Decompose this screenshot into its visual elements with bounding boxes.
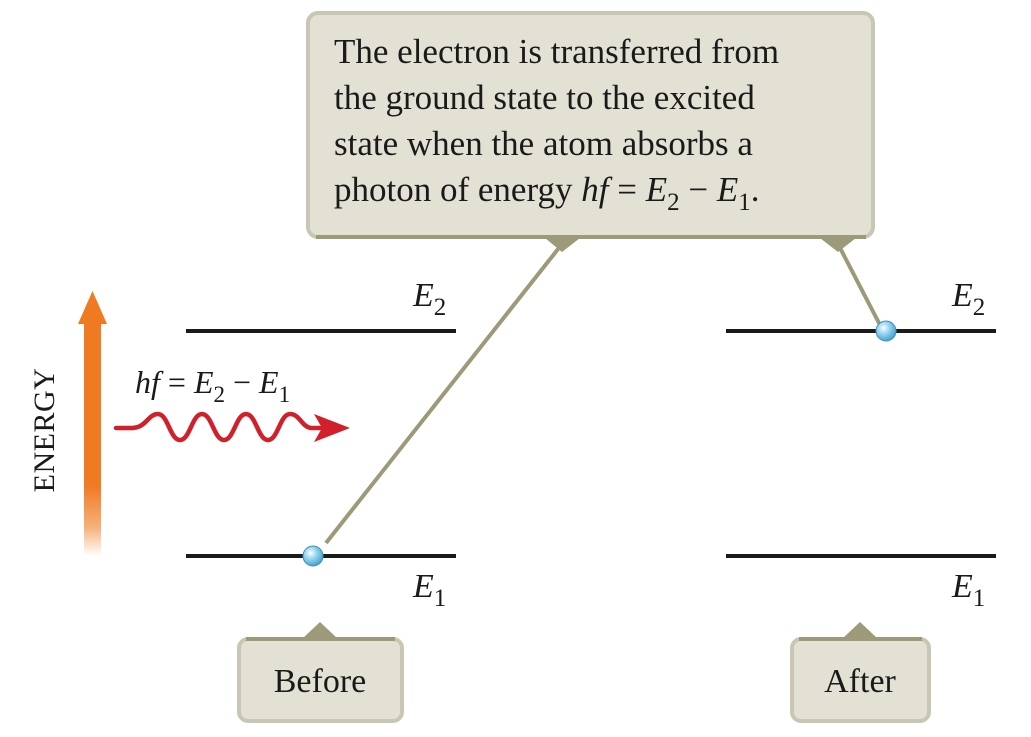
photon-wave (113, 411, 350, 443)
callout-line-1: The electron is transferred from (334, 32, 779, 71)
explanation-callout: The electron is transferred from the gro… (306, 11, 875, 252)
electron-before (302, 545, 324, 567)
energy-axis-label: ENERGY (28, 368, 61, 493)
after-lower-label: E1 (951, 568, 985, 612)
callout-line-4: photon of energy hf = E2 − E1. (334, 170, 760, 216)
before-upper-label: E2 (412, 277, 446, 321)
photon-energy-label: hf = E2 − E1 (135, 364, 290, 407)
before-tag-label: Before (274, 663, 367, 700)
before-tag: Before (237, 622, 404, 723)
callout-line-2: the ground state to the excited (334, 78, 755, 117)
before-lower-label: E1 (412, 568, 446, 612)
energy-arrow (78, 291, 107, 556)
after-upper-label: E2 (951, 277, 985, 321)
after-tag: After (790, 622, 931, 723)
after-tag-label: After (824, 663, 896, 700)
callout-line-3: state when the atom absorbs a (334, 124, 753, 163)
pointer-line-before (324, 242, 564, 545)
electron-after (875, 320, 897, 342)
pointer-line-after (836, 243, 882, 326)
